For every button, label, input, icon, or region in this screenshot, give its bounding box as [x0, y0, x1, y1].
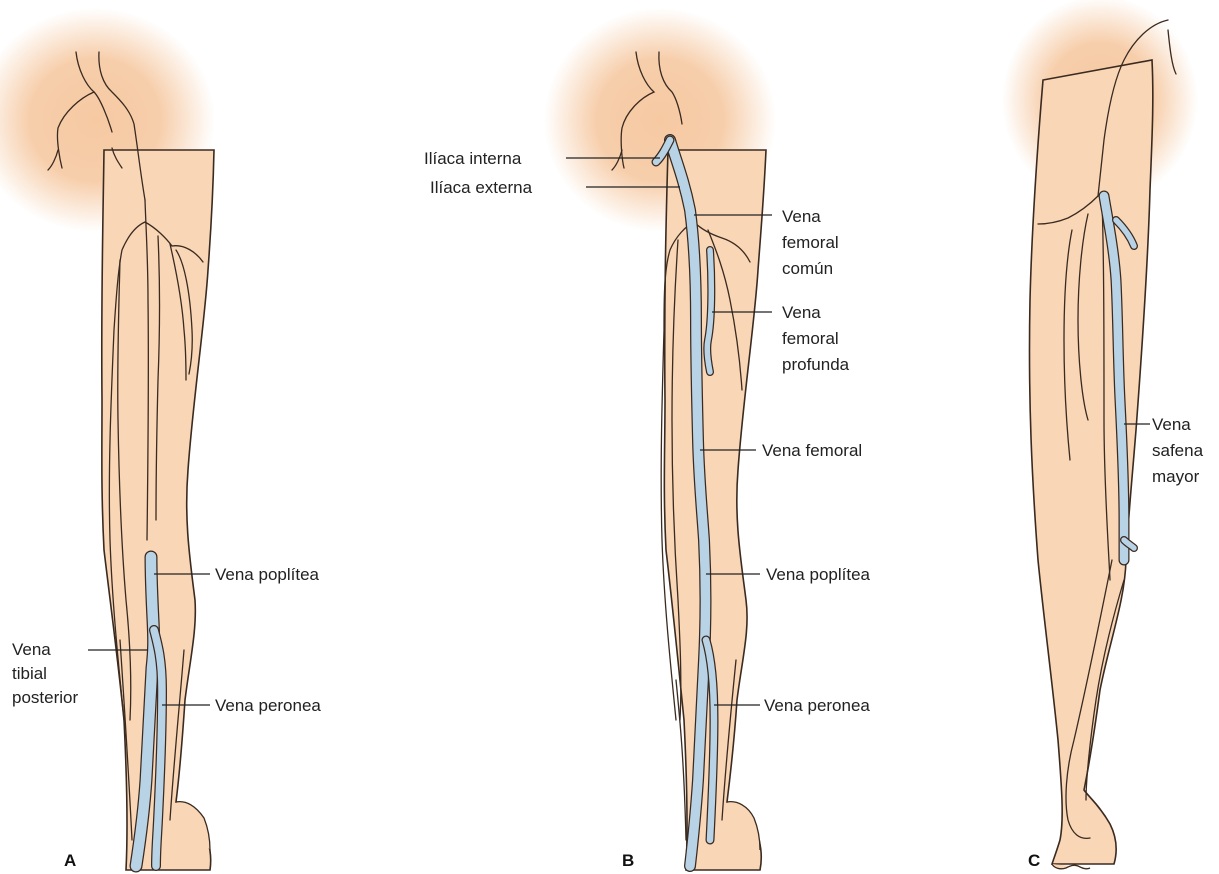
label-vena-peronea-a: Vena peronea: [215, 696, 321, 715]
panel-b: Ilíaca interna Ilíaca externa Vena femor…: [424, 8, 871, 870]
panel-letter-c: C: [1028, 851, 1040, 870]
label-femoral-profunda-3: profunda: [782, 355, 850, 374]
label-iliaca-interna: Ilíaca interna: [424, 149, 522, 168]
label-safena-1: Vena: [1152, 415, 1191, 434]
label-femoral-profunda-1: Vena: [782, 303, 821, 322]
leg-c: [1029, 60, 1152, 864]
panel-letter-b: B: [622, 851, 634, 870]
label-femoral-comun-1: Vena: [782, 207, 821, 226]
panel-c: Vena safena mayor C: [1002, 0, 1204, 870]
label-safena-2: safena: [1152, 441, 1204, 460]
label-vena-peronea-b: Vena peronea: [764, 696, 870, 715]
label-vena-femoral: Vena femoral: [762, 441, 862, 460]
panel-a: Vena poplítea Vena tibial posterior Vena…: [0, 8, 321, 870]
panel-letter-a: A: [64, 851, 76, 870]
label-femoral-comun-3: común: [782, 259, 833, 278]
label-vena-tibial-2: tibial: [12, 664, 47, 683]
label-femoral-comun-2: femoral: [782, 233, 839, 252]
label-vena-tibial-1: Vena: [12, 640, 51, 659]
label-femoral-profunda-2: femoral: [782, 329, 839, 348]
label-iliaca-externa: Ilíaca externa: [430, 178, 533, 197]
label-vena-poplitea-b: Vena poplítea: [766, 565, 871, 584]
label-safena-3: mayor: [1152, 467, 1200, 486]
label-vena-tibial-3: posterior: [12, 688, 78, 707]
label-vena-poplitea-a: Vena poplítea: [215, 565, 320, 584]
